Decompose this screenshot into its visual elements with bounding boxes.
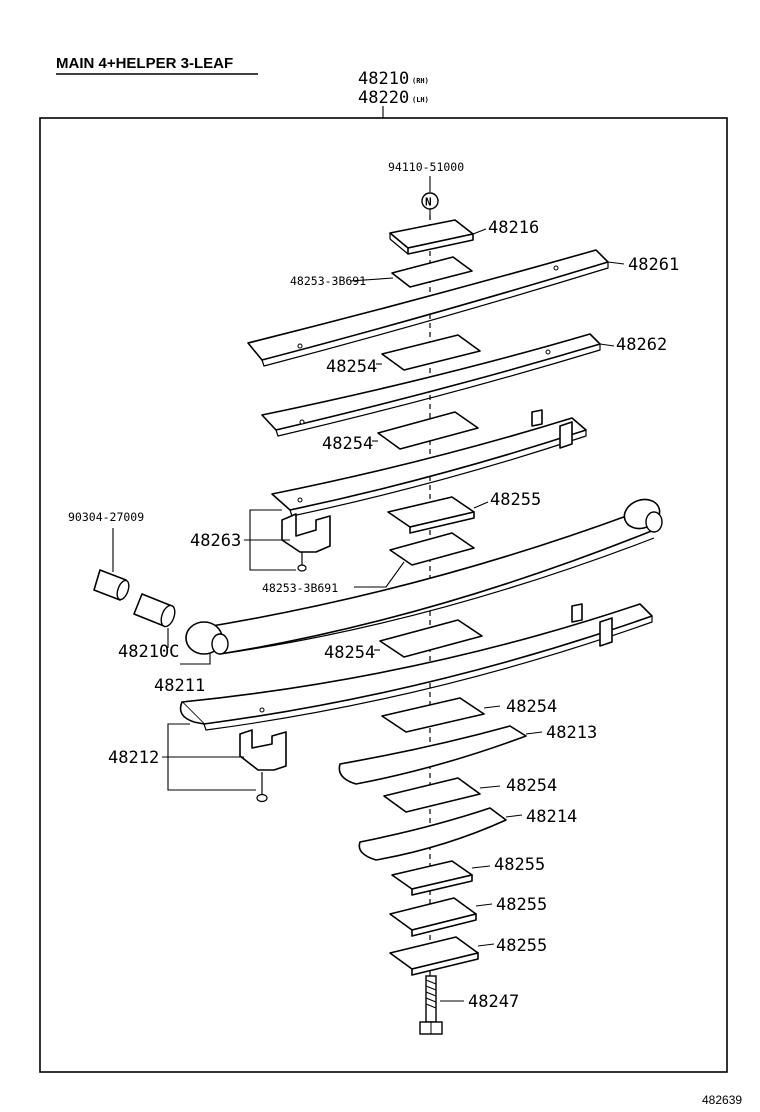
part-label-48254-a: 48254 xyxy=(326,357,377,377)
bolt-48247 xyxy=(419,975,443,1035)
part-label-48212: 48212 xyxy=(108,748,159,768)
assembly-lh-tag: (LH) xyxy=(412,96,429,104)
part-label-48255-a: 48255 xyxy=(490,490,541,510)
clip-48212-rivet xyxy=(256,793,268,803)
part-label-48262: 48262 xyxy=(616,335,667,355)
part-label-48263: 48263 xyxy=(190,531,241,551)
assembly-rh-number: 48210 xyxy=(358,69,409,89)
part-label-48255-b: 48255 xyxy=(494,855,545,875)
assembly-rh-tag: (RH) xyxy=(412,77,429,85)
part-label-48216: 48216 xyxy=(488,218,539,238)
leaf-clip-lower xyxy=(571,603,583,623)
clip-48263-rivet xyxy=(297,564,307,572)
leaf-clip-upper xyxy=(531,409,543,427)
insert-48254-e xyxy=(383,777,481,813)
part-label-48261: 48261 xyxy=(628,255,679,275)
part-label-48254-e: 48254 xyxy=(506,776,557,796)
part-label-48247: 48247 xyxy=(468,992,519,1012)
part-label-48254-d: 48254 xyxy=(506,697,557,717)
insert-48254-b xyxy=(377,411,479,450)
diagram-title: MAIN 4+HELPER 3-LEAF xyxy=(56,55,233,72)
assembly-lh-number: 48220 xyxy=(358,88,409,108)
helper-leaf-48213 xyxy=(338,725,527,785)
figure-number: 482639 xyxy=(702,1093,742,1107)
part-label-48213: 48213 xyxy=(546,723,597,743)
part-label-90304: 90304-27009 xyxy=(68,510,144,524)
part-label-48211: 48211 xyxy=(154,676,205,696)
clip-48212 xyxy=(239,729,287,771)
part-label-48254-c: 48254 xyxy=(324,643,375,663)
insert-48253-bottom xyxy=(389,532,475,566)
part-label-48210c: 48210C xyxy=(118,642,179,662)
n-symbol-label: N xyxy=(425,196,432,209)
part-label-48255-d: 48255 xyxy=(496,936,547,956)
insert-48254-c xyxy=(379,619,483,658)
part-label-48255-c: 48255 xyxy=(496,895,547,915)
diagram-frame xyxy=(39,117,728,1073)
part-label-48214: 48214 xyxy=(526,807,577,827)
part-label-48253-top: 48253-3B691 xyxy=(290,274,366,288)
part-label-48253-bottom: 48253-3B691 xyxy=(262,581,338,595)
bolt-note-number: 94110-51000 xyxy=(388,160,464,174)
insert-48254-a xyxy=(381,334,481,371)
part-label-48254-b: 48254 xyxy=(322,434,373,454)
insert-48254-d xyxy=(381,697,485,733)
insert-48253-top xyxy=(391,256,473,288)
clip-48263 xyxy=(281,513,331,553)
helper-leaf-48214 xyxy=(358,807,507,861)
